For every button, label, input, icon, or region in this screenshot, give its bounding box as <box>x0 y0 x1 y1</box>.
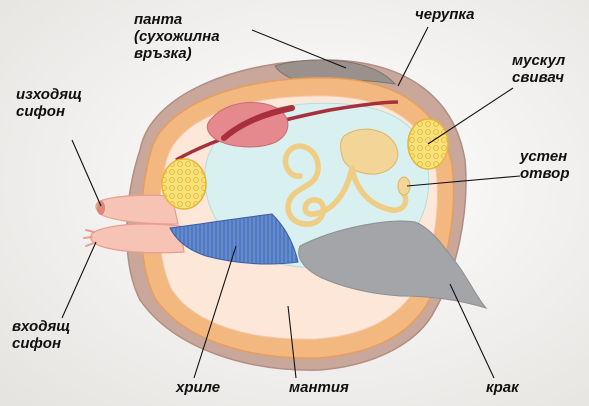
label-mouth: устен отвор <box>520 148 570 182</box>
exhalant-siphon-opening <box>97 201 105 215</box>
posterior-adductor-muscle <box>162 159 206 209</box>
label-adductor-muscle: мускул свивач <box>512 52 565 86</box>
label-inhalant-siphon: входящ сифон <box>12 318 70 352</box>
label-hinge-ligament: панта (сухожилна връзка) <box>134 11 254 62</box>
label-shell: черупка <box>415 6 475 23</box>
label-exhalant-siphon: изходящ сифон <box>16 86 82 120</box>
label-mantle: мантия <box>289 379 349 396</box>
label-gills: хриле <box>176 379 220 396</box>
label-foot: крак <box>486 379 519 396</box>
